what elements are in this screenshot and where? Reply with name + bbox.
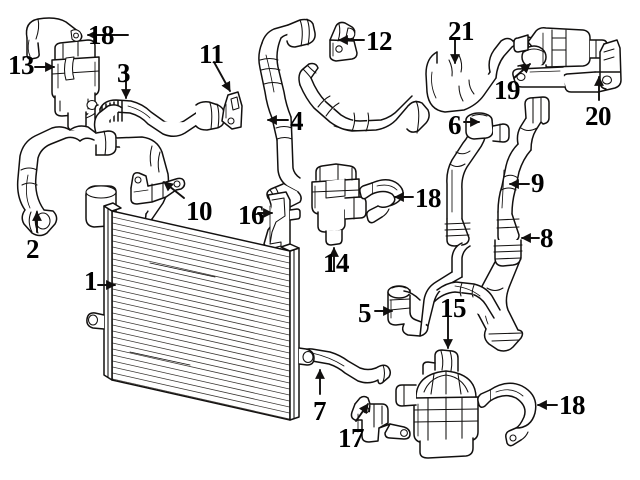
callout-18-lower-right: 18 bbox=[559, 390, 586, 420]
part-11-bracket bbox=[221, 91, 243, 130]
leader-lines bbox=[32, 30, 604, 422]
callout-8: 8 bbox=[540, 223, 554, 253]
part-10-bracket bbox=[130, 172, 186, 205]
callout-1: 1 bbox=[84, 266, 98, 296]
callout-3: 3 bbox=[117, 58, 131, 88]
callout-19: 19 bbox=[494, 75, 521, 105]
part-3-coolant-hose bbox=[94, 99, 225, 137]
part-16-air-guide-bracket bbox=[263, 191, 301, 253]
callout-2: 2 bbox=[26, 234, 40, 264]
callout-7: 7 bbox=[313, 396, 327, 426]
callout-20: 20 bbox=[585, 101, 612, 131]
callout-14: 14 bbox=[323, 248, 350, 278]
callout-10: 10 bbox=[186, 196, 213, 226]
part-15-auxiliary-water-pump bbox=[395, 349, 479, 459]
callout-18-middle: 18 bbox=[415, 183, 442, 213]
callout-9: 9 bbox=[531, 168, 545, 198]
callout-21: 21 bbox=[448, 16, 475, 46]
callout-6: 6 bbox=[448, 110, 462, 140]
callout-11: 11 bbox=[199, 39, 224, 69]
callout-12: 12 bbox=[366, 26, 393, 56]
part-14-auxiliary-water-pump bbox=[311, 163, 367, 246]
callout-17: 17 bbox=[338, 423, 365, 453]
part-13-auxiliary-water-pump bbox=[51, 39, 100, 131]
callout-16: 16 bbox=[238, 200, 265, 230]
radiator-fins bbox=[112, 215, 290, 420]
callout-4: 4 bbox=[290, 106, 304, 136]
hose-routing-connectors bbox=[403, 242, 501, 319]
part-18-clamp-upper-left bbox=[25, 17, 83, 60]
part-18-clamp-lower-right bbox=[477, 382, 537, 447]
callout-15: 15 bbox=[440, 293, 467, 323]
part-1-radiator bbox=[86, 202, 315, 421]
callout-13: 13 bbox=[8, 50, 35, 80]
part-18-clamp-middle bbox=[359, 179, 404, 224]
callout-18-upper-left: 18 bbox=[88, 20, 115, 50]
callout-5: 5 bbox=[358, 298, 372, 328]
part-12-coolant-sensor bbox=[329, 21, 358, 62]
part-9-coolant-hose bbox=[496, 96, 550, 244]
